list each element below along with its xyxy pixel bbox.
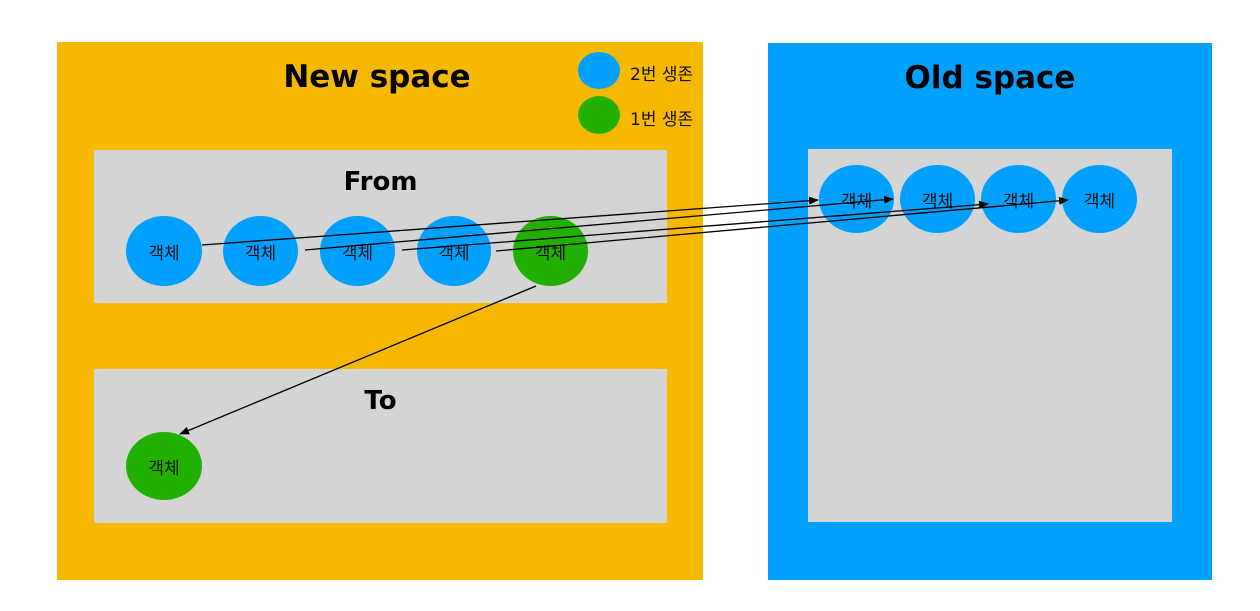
from-object-3: 객체	[320, 216, 395, 286]
old-object-1: 객체	[819, 165, 894, 233]
old-space-title: Old space	[904, 60, 1076, 96]
legend-dot-survived-1	[578, 96, 620, 134]
legend-label-survived-1: 1번 생존	[630, 110, 694, 130]
from-object-5: 객체	[513, 216, 588, 286]
old-object-3: 객체	[981, 165, 1056, 233]
new-space-title: New space	[283, 59, 471, 95]
old-object-2: 객체	[900, 165, 975, 233]
legend-label-survived-2: 2번 생존	[630, 65, 694, 85]
old-object-4: 객체	[1062, 165, 1137, 233]
from-title: From	[343, 167, 418, 197]
from-object-4: 객체	[417, 216, 491, 286]
from-object-2: 객체	[223, 216, 298, 286]
from-object-1: 객체	[126, 216, 202, 286]
legend-dot-survived-2	[578, 52, 620, 89]
to-title: To	[364, 386, 397, 416]
to-object-1: 객체	[126, 432, 202, 500]
